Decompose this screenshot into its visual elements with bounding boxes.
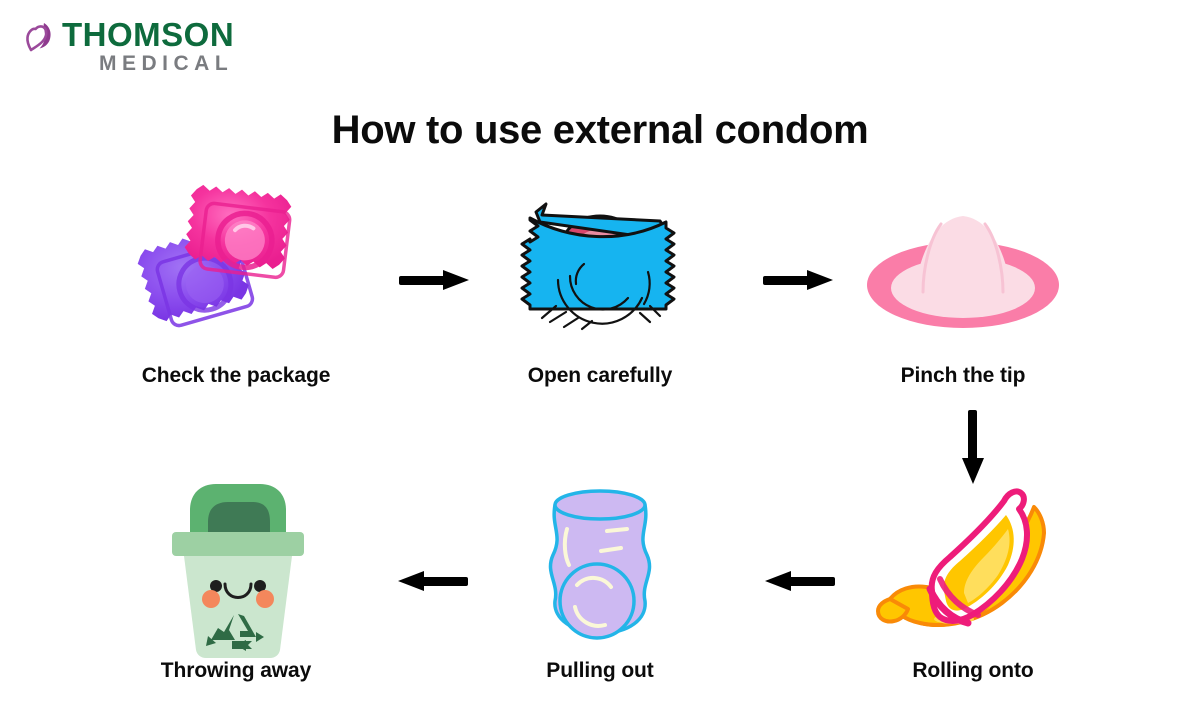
step-open-carefully: Open carefully <box>450 180 750 388</box>
arrow-step1-to-step2-icon <box>399 267 471 293</box>
step-rolling-onto: Rolling onto <box>823 475 1123 683</box>
arrow-step4-to-step5-icon <box>763 568 835 594</box>
condom-packets-icon <box>86 180 386 350</box>
step-pinch-the-tip: Pinch the tip <box>813 180 1113 388</box>
step-label: Pulling out <box>546 659 654 682</box>
step-pulling-out: Pulling out <box>450 475 750 683</box>
step-label: Rolling onto <box>912 659 1034 682</box>
recycling-symbol-icon <box>206 614 264 651</box>
step-label: Open carefully <box>527 364 673 387</box>
step-throwing-away: Throwing away <box>86 475 386 683</box>
logo-wordmark: THOMSON MEDICAL <box>62 18 234 76</box>
torn-open-packet-icon <box>450 180 750 350</box>
arrow-step5-to-step6-icon <box>396 568 468 594</box>
arrow-step3-to-step4-icon <box>960 410 986 486</box>
rolled-condom-tip-icon <box>813 180 1113 350</box>
bin-eye-left <box>210 580 222 592</box>
banana-with-condom-icon <box>823 475 1123 645</box>
step-label: Check the package <box>141 364 331 387</box>
logo-name-secondary: MEDICAL <box>99 52 234 75</box>
logo-name-primary: THOMSON <box>62 16 235 53</box>
bin-blush-left <box>202 590 220 608</box>
recycling-bin-icon <box>86 475 386 658</box>
page-title: How to use external condom <box>331 108 869 152</box>
bin-eye-right <box>254 580 266 592</box>
thomson-medical-logo: THOMSON MEDICAL <box>22 18 234 76</box>
arrow-step2-to-step3-icon <box>763 267 835 293</box>
step-label: Throwing away <box>160 659 312 682</box>
used-condom-icon <box>450 475 750 645</box>
bin-blush-right <box>256 590 274 608</box>
thomson-butterfly-heart-icon <box>22 20 58 64</box>
step-check-the-package: Check the package <box>86 180 386 388</box>
step-label: Pinch the tip <box>900 364 1026 387</box>
